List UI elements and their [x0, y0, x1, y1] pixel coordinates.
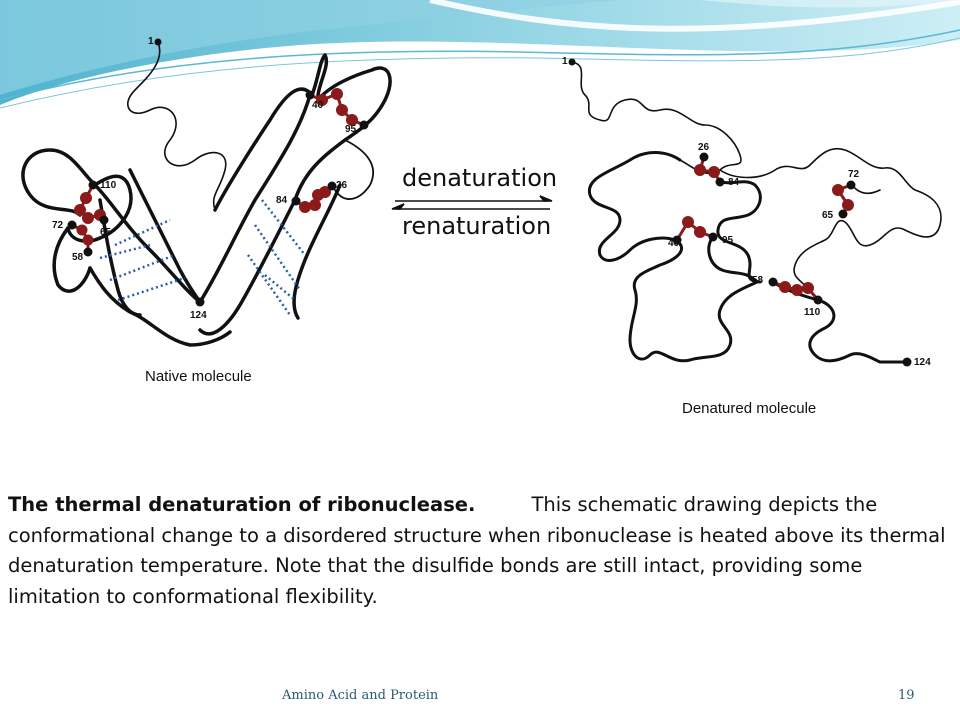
denatured-molecule-caption: Denatured molecule — [682, 400, 817, 417]
denatured-molecule-chain — [571, 61, 942, 364]
native-residue-label-110: 110 — [100, 180, 117, 191]
native-residue-label-58: 58 — [72, 252, 84, 263]
native-residue-label-65: 65 — [100, 227, 112, 238]
denatured-residue-markers — [568, 58, 912, 367]
native-molecule-caption: Native molecule — [145, 368, 252, 385]
denatured-residue-label-95: 95 — [722, 235, 734, 246]
denatured-residue-label-110: 110 — [804, 307, 821, 318]
native-molecule-chain — [21, 41, 392, 347]
page-number: 19 — [898, 688, 915, 703]
caption-lead: The thermal denaturation of ribonuclease… — [8, 493, 476, 516]
denatured-residue-label-124: 124 — [914, 357, 931, 368]
native-residue-markers — [67, 38, 369, 307]
native-residue-label-1: 1 — [148, 36, 154, 47]
native-hydrogen-bonds — [99, 199, 306, 316]
caption-body: This schematic drawing depicts the confo… — [8, 493, 946, 608]
reversible-arrow — [391, 195, 553, 210]
denatured-disulfide-bonds — [675, 156, 854, 301]
native-residue-label-40: 40 — [312, 100, 324, 111]
denatured-residue-label-58: 58 — [752, 275, 764, 286]
denatured-residue-label-72: 72 — [848, 169, 860, 180]
denatured-residue-label-26: 26 — [698, 142, 710, 153]
denatured-residue-label-84: 84 — [728, 177, 740, 188]
native-residue-label-72: 72 — [52, 220, 64, 231]
footer-title: Amino Acid and Protein — [282, 688, 439, 703]
native-residue-label-95: 95 — [345, 124, 357, 135]
native-residue-label-84: 84 — [276, 195, 288, 206]
native-residue-label-26: 26 — [336, 180, 348, 191]
denatured-residue-label-65: 65 — [822, 210, 834, 221]
native-residue-label-124: 124 — [190, 310, 207, 321]
denatured-residue-label-1: 1 — [562, 56, 568, 67]
figure-caption: The thermal denaturation of ribonuclease… — [8, 490, 954, 612]
denatured-residue-label-40: 40 — [668, 238, 680, 249]
renaturation-label: renaturation — [402, 212, 552, 240]
denaturation-label: denaturation — [402, 164, 558, 192]
